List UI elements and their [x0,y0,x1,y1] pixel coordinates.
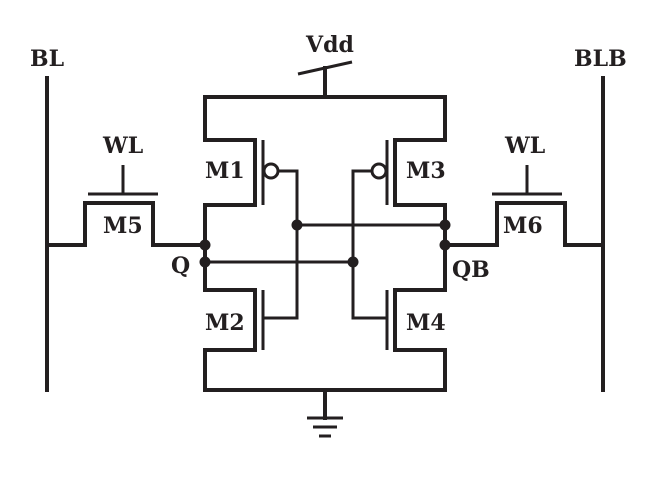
transistor-m5 [45,165,207,247]
label-m1: M1 [205,158,245,184]
label-wl-right: WL [504,133,545,159]
label-m3: M3 [406,158,446,184]
ground-symbol [203,388,447,438]
cross-coupling-wires [205,223,445,264]
label-m2: M2 [205,310,245,336]
transistor-m6 [443,165,605,247]
transistor-m2 [203,260,265,392]
transistor-m1 [203,95,299,320]
transistor-m4 [385,260,447,392]
label-m6: M6 [503,213,543,239]
label-bl: BL [30,46,64,72]
label-vdd: Vdd [305,32,354,58]
label-qb: QB [452,257,490,283]
vdd-supply [203,60,447,99]
label-m4: M4 [406,310,446,336]
label-m5: M5 [103,213,143,239]
junction-dots [199,219,451,268]
label-blb: BLB [574,46,627,72]
transistor-m3 [351,95,447,320]
label-q: Q [171,253,190,279]
label-wl-left: WL [102,133,143,159]
